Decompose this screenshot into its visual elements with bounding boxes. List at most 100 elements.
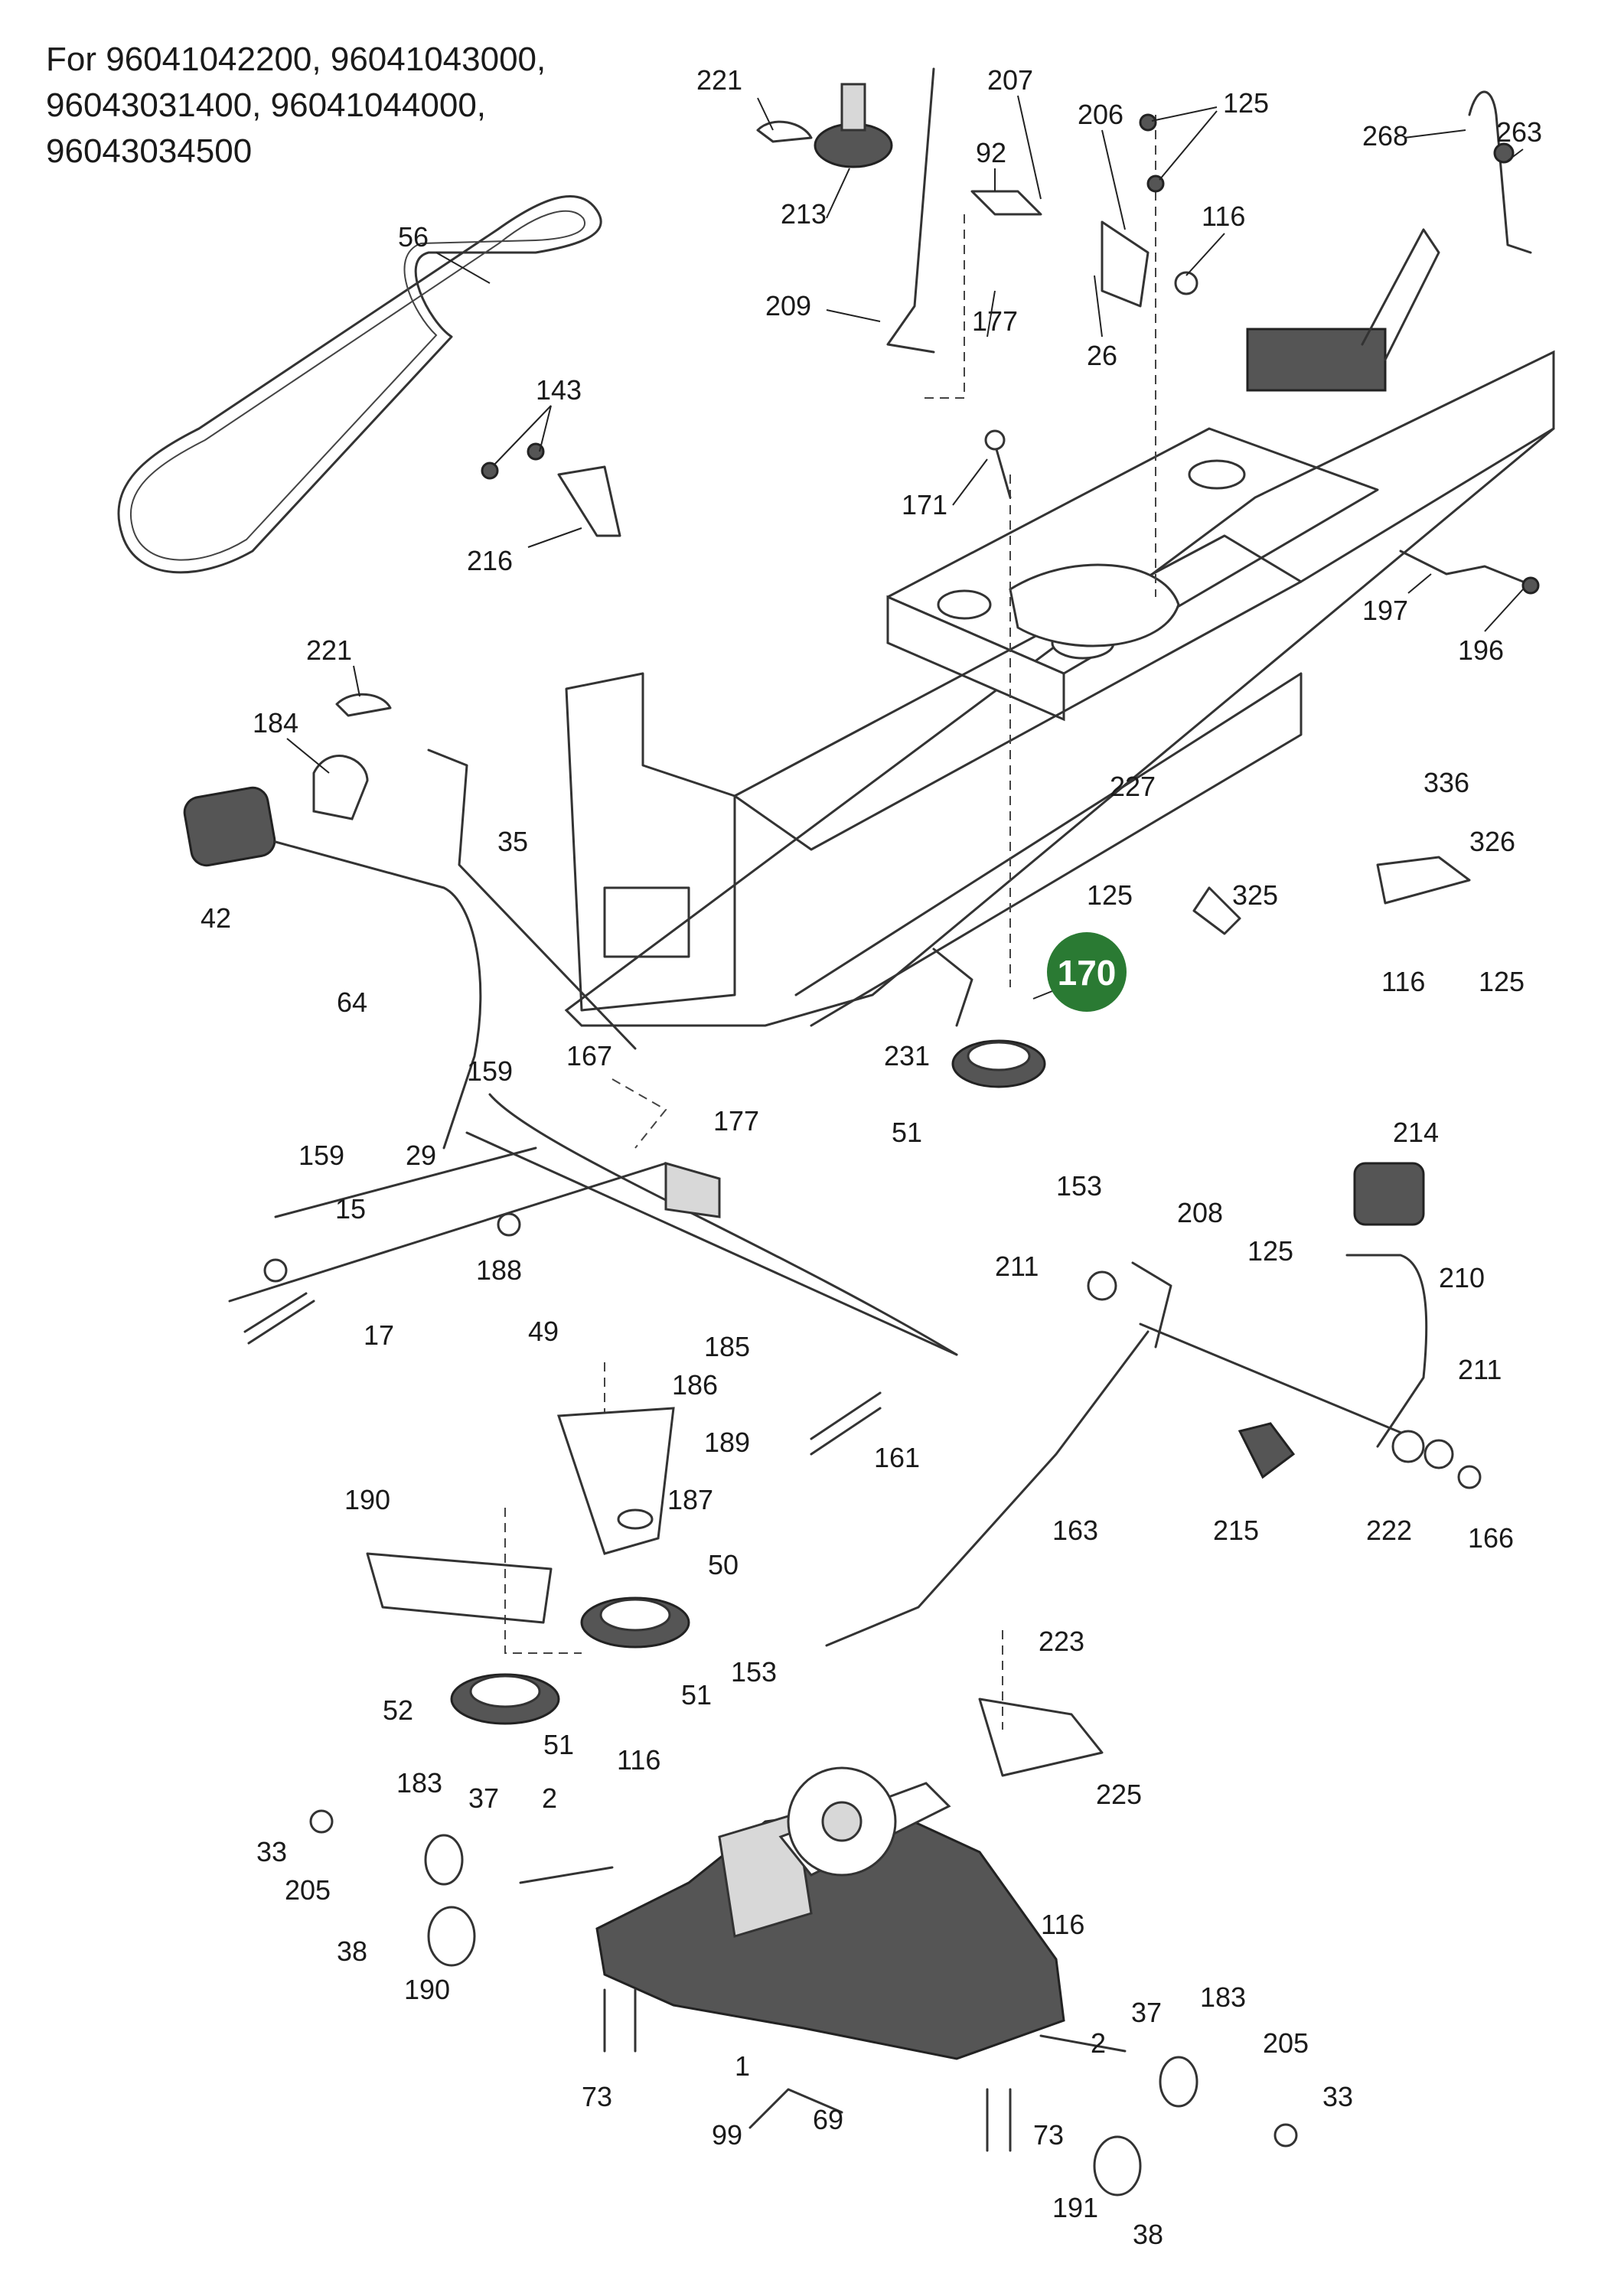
callout[interactable]: 64 [337, 987, 367, 1018]
callout[interactable]: 33 [256, 1836, 287, 1867]
frame-drawing [564, 228, 1555, 1027]
callout[interactable]: 326 [1469, 826, 1515, 857]
top-parts-drawing [481, 67, 1540, 595]
callout[interactable]: 216 [467, 545, 513, 576]
callout[interactable]: 211 [1458, 1354, 1502, 1385]
callout[interactable]: 2 [1091, 2027, 1106, 2059]
callout[interactable]: 208 [1177, 1197, 1223, 1228]
highlight-callout-170[interactable]: 170 [1032, 932, 1127, 1012]
callout[interactable]: 29 [406, 1140, 436, 1171]
callout[interactable]: 26 [1087, 340, 1117, 371]
callout[interactable]: 196 [1458, 634, 1504, 666]
callout[interactable]: 225 [1096, 1779, 1142, 1810]
model-numbers: For 96041042200, 96041043000, 9604303140… [46, 37, 735, 174]
callout[interactable]: 336 [1423, 767, 1469, 798]
callout[interactable]: 125 [1479, 966, 1525, 997]
callout[interactable]: 143 [536, 374, 582, 406]
callout[interactable]: 166 [1468, 1522, 1514, 1554]
highlight-label: 170 [1058, 953, 1117, 993]
callout[interactable]: 177 [713, 1105, 759, 1137]
callout[interactable]: 92 [976, 137, 1006, 168]
model-line-1: For 96041042200, 96041043000, [46, 41, 546, 78]
callout[interactable]: 51 [543, 1729, 574, 1760]
callout[interactable]: 325 [1232, 879, 1278, 911]
callout[interactable]: 186 [672, 1369, 718, 1401]
callout[interactable]: 159 [467, 1055, 513, 1087]
callout[interactable]: 38 [1133, 2219, 1163, 2250]
callout[interactable]: 177 [972, 305, 1018, 337]
callout[interactable]: 33 [1322, 2081, 1353, 2112]
callout[interactable]: 1 [735, 2050, 750, 2082]
callout[interactable]: 191 [1052, 2192, 1098, 2223]
callout[interactable]: 185 [704, 1331, 750, 1362]
pulley-drawing [366, 947, 1046, 1725]
callout[interactable]: 188 [476, 1254, 522, 1286]
callout[interactable]: 231 [884, 1040, 930, 1071]
callout[interactable]: 125 [1223, 87, 1269, 119]
callout[interactable]: 214 [1393, 1117, 1439, 1148]
callout[interactable]: 50 [708, 1549, 739, 1580]
callout[interactable]: 190 [344, 1484, 390, 1515]
callout[interactable]: 125 [1087, 879, 1133, 911]
callout[interactable]: 189 [704, 1427, 750, 1458]
callout[interactable]: 215 [1213, 1515, 1259, 1546]
callout[interactable]: 183 [1200, 1981, 1246, 2013]
callout[interactable]: 209 [765, 290, 811, 321]
callout[interactable]: 51 [681, 1679, 712, 1711]
callout[interactable]: 116 [1381, 966, 1425, 997]
callout[interactable]: 37 [468, 1782, 499, 1814]
callout[interactable]: 153 [731, 1656, 777, 1688]
callout[interactable]: 206 [1078, 99, 1123, 130]
callout[interactable]: 227 [1110, 771, 1156, 802]
callout[interactable]: 221 [306, 634, 352, 666]
callout-labels: 221 207 125 92 206 268 263 213 116 56 20… [201, 64, 1542, 2250]
callout[interactable]: 153 [1056, 1170, 1102, 1202]
callout[interactable]: 268 [1362, 120, 1408, 152]
callout[interactable]: 116 [1202, 201, 1245, 232]
callout[interactable]: 15 [335, 1193, 366, 1225]
callout[interactable]: 205 [285, 1874, 331, 1906]
callout[interactable]: 187 [667, 1484, 713, 1515]
leader-lines [286, 95, 1524, 774]
callout[interactable]: 38 [337, 1936, 367, 1967]
callout[interactable]: 73 [1033, 2119, 1064, 2151]
callout[interactable]: 17 [364, 1319, 394, 1351]
callout[interactable]: 73 [582, 2081, 612, 2112]
callout[interactable]: 159 [298, 1140, 344, 1171]
callout[interactable]: 221 [696, 64, 742, 96]
callout[interactable]: 210 [1439, 1262, 1485, 1293]
callout[interactable]: 223 [1039, 1626, 1084, 1657]
callout[interactable]: 116 [617, 1744, 660, 1776]
callout[interactable]: 207 [987, 64, 1033, 96]
callout[interactable]: 197 [1362, 595, 1408, 626]
callout[interactable]: 184 [253, 707, 298, 739]
model-line-2: 96043031400, 96041044000, [46, 86, 487, 124]
callout[interactable]: 116 [1041, 1909, 1084, 1940]
highlight-circle [1047, 932, 1127, 1012]
callout[interactable]: 52 [383, 1694, 413, 1726]
callout[interactable]: 222 [1366, 1515, 1412, 1546]
callout[interactable]: 99 [712, 2119, 742, 2151]
callout[interactable]: 56 [398, 221, 429, 253]
callout[interactable]: 211 [995, 1251, 1039, 1282]
callout[interactable]: 161 [874, 1442, 920, 1473]
callout[interactable]: 125 [1247, 1235, 1293, 1267]
callout[interactable]: 2 [542, 1782, 557, 1814]
callout[interactable]: 42 [201, 902, 231, 934]
callout[interactable]: 171 [902, 489, 947, 520]
callout[interactable]: 35 [497, 826, 528, 857]
callout[interactable]: 205 [1263, 2027, 1309, 2059]
callout[interactable]: 263 [1496, 116, 1542, 148]
callout[interactable]: 69 [813, 2104, 843, 2135]
callout[interactable]: 183 [396, 1767, 442, 1799]
callout[interactable]: 49 [528, 1316, 559, 1347]
callout[interactable]: 167 [566, 1040, 612, 1071]
drive-belt-drawing [117, 194, 602, 574]
callout[interactable]: 190 [404, 1974, 450, 2005]
callout[interactable]: 37 [1131, 1997, 1162, 2028]
callout[interactable]: 163 [1052, 1515, 1098, 1546]
callout[interactable]: 213 [781, 198, 827, 230]
callout[interactable]: 51 [892, 1117, 922, 1148]
